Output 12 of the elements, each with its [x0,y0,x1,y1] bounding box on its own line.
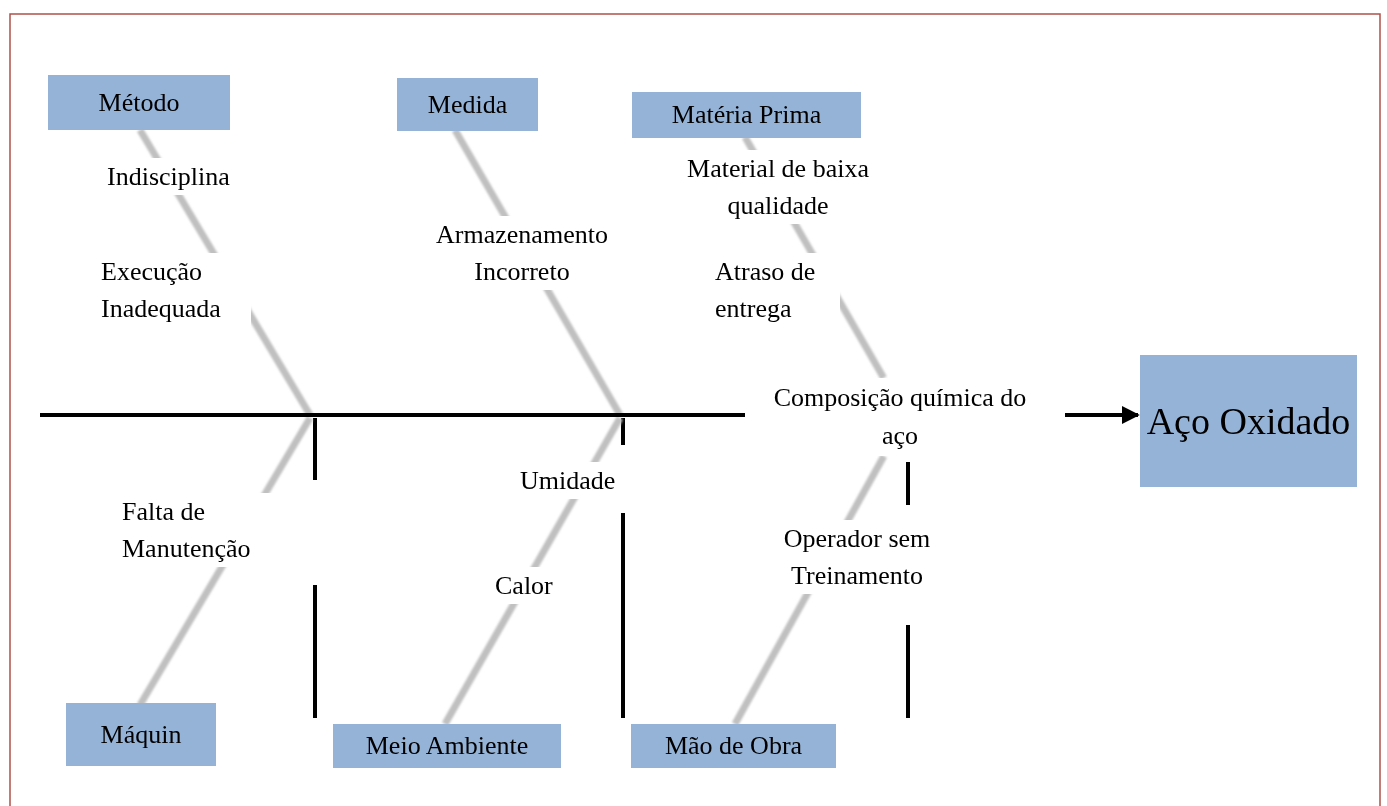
category-box: Máquin [66,703,216,766]
cause-label: Calor [495,567,553,604]
category-box: Mão de Obra [631,724,836,768]
spine-line [40,413,745,417]
effect-box: Aço Oxidado [1140,355,1357,487]
category-box: Matéria Prima [632,92,861,138]
cause-label: Umidade [520,462,616,499]
arrow [1065,406,1140,424]
category-box: Medida [397,78,538,131]
cause-label: Indisciplina [107,158,230,195]
category-box: Meio Ambiente [333,724,561,768]
category-box: Método [48,75,230,130]
